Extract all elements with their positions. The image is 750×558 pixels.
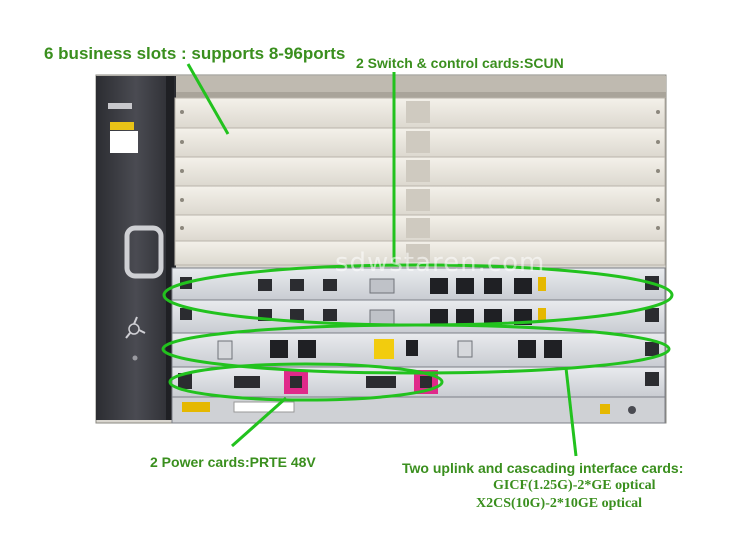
info-sticker [110, 131, 138, 153]
power-card-highlight [168, 362, 444, 402]
left-side-panel [96, 76, 176, 420]
chassis-handle[interactable] [124, 225, 164, 279]
uplink-cards-title: Two uplink and cascading interface cards… [402, 460, 684, 476]
uplink-card-row [171, 332, 666, 368]
uplink-cards-line2: X2CS(10G)-2*10GE optical [476, 496, 643, 511]
bottom-rail [171, 396, 666, 424]
business-slots-label: 6 business slots : supports 8-96ports [44, 44, 346, 63]
status-led [132, 355, 138, 361]
uplink-cards-line1: GICF(1.25G)-2*GE optical [493, 478, 656, 493]
slots-pointer [186, 63, 230, 135]
pointer-lines [186, 63, 578, 457]
uplink-card-highlight [161, 323, 671, 375]
fan-icon [125, 316, 146, 339]
switch-cards-label: 2 Switch & control cards:SCUN [356, 55, 564, 71]
warning-label [110, 122, 134, 130]
power-cards-label: 2 Power cards:PRTE 48V [150, 454, 316, 470]
power-pointer [231, 396, 287, 448]
highlight-overlays [161, 263, 674, 402]
watermark: sdwstaren.com [335, 248, 546, 278]
uplink-pointer [564, 367, 578, 457]
huawei-logo [108, 103, 132, 109]
business-slots [174, 97, 666, 266]
